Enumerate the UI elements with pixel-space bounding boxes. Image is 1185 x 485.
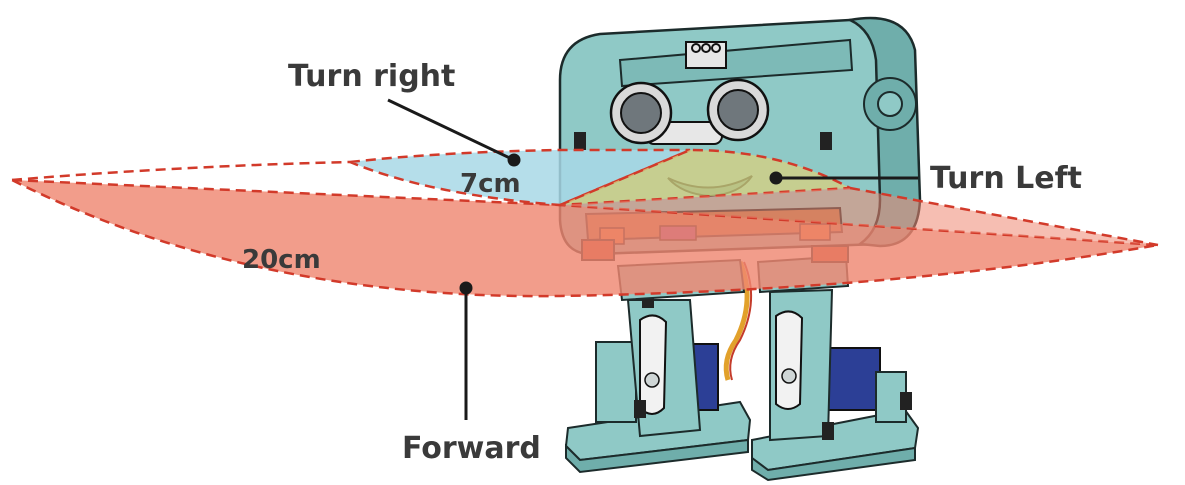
near-range-label: 7cm <box>460 169 521 199</box>
forward-label: Forward <box>402 431 541 466</box>
turn-left-label: Turn Left <box>930 161 1082 196</box>
far-range-top-edge <box>12 162 350 180</box>
turn-right-label: Turn right <box>288 59 455 94</box>
far-range-label: 20cm <box>242 245 321 275</box>
turn-right-leader <box>388 100 514 160</box>
